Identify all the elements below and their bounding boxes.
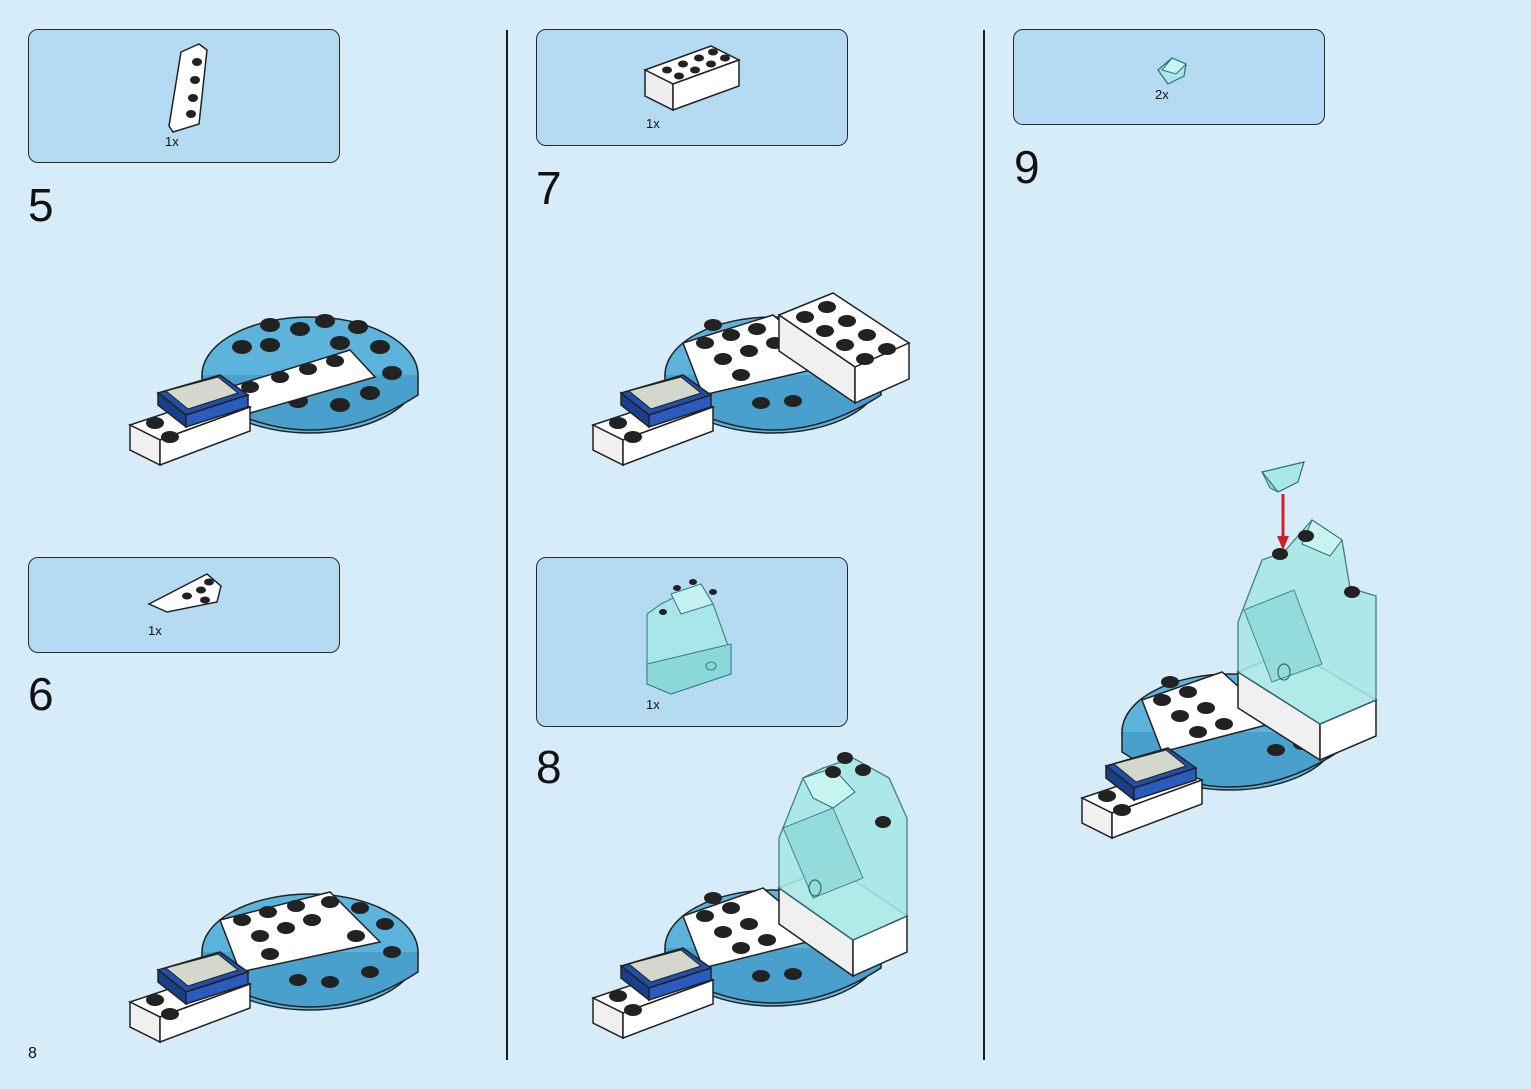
build-model-step-5 [130, 295, 430, 475]
step-number: 5 [28, 182, 54, 228]
part-qty: 2x [1155, 87, 1169, 102]
build-model-step-6 [130, 872, 430, 1052]
parts-box-step-7: 1x [536, 29, 848, 146]
part-qty: 1x [165, 134, 179, 149]
trans-ice-wall-part [641, 574, 741, 694]
part-qty: 1x [646, 116, 660, 131]
build-model-step-8 [593, 748, 913, 1048]
white-wing-plate-part [147, 572, 227, 612]
build-model-step-7 [593, 285, 913, 475]
white-brick-2x4-part [643, 42, 743, 112]
step-number: 7 [536, 165, 562, 211]
parts-box-step-8: 1x [536, 557, 848, 727]
column-divider-2 [983, 30, 985, 1060]
step-number: 8 [536, 744, 562, 790]
part-qty: 1x [646, 697, 660, 712]
trans-slope-part [1156, 56, 1196, 90]
parts-box-step-9: 2x [1013, 29, 1325, 125]
part-qty: 1x [148, 623, 162, 638]
column-divider-1 [506, 30, 508, 1060]
white-wedge-plate-part [159, 42, 219, 142]
parts-box-step-5: 1x [28, 29, 340, 163]
parts-box-step-6: 1x [28, 557, 340, 653]
build-model-step-9 [1080, 460, 1390, 840]
page-number: 8 [28, 1045, 37, 1063]
step-number: 6 [28, 671, 54, 717]
step-number: 9 [1014, 144, 1040, 190]
